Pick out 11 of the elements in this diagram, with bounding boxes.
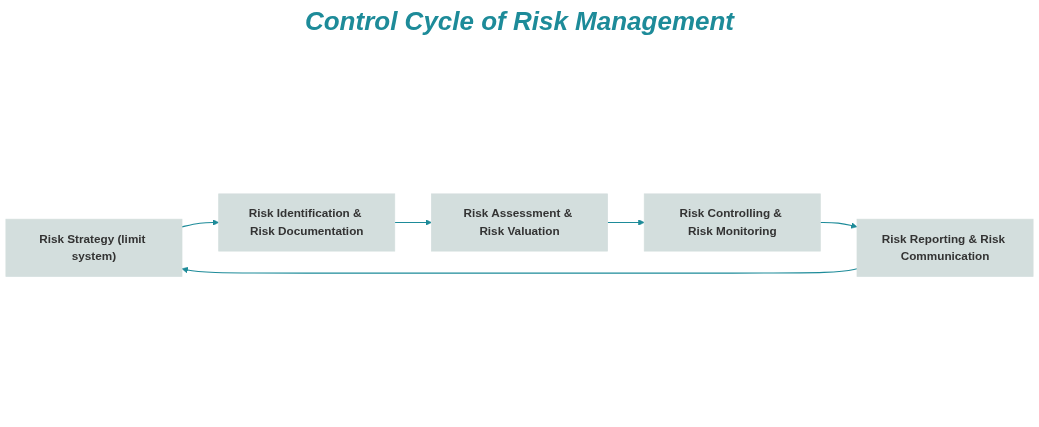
node-box: Risk Reporting & Risk Communication (856, 219, 1034, 278)
arrow (181, 267, 858, 275)
node-box: Risk Strategy (limit system) (5, 219, 183, 278)
arrow (394, 219, 432, 227)
node-box: Risk Identification & Risk Documentation (218, 193, 396, 252)
arrow (181, 219, 219, 228)
arrow (819, 222, 858, 229)
node-box: Risk Controlling & Risk Monitoring (643, 193, 821, 252)
arrow (607, 219, 645, 227)
node-box: Risk Assessment & Risk Valuation (431, 193, 608, 252)
diagram-title: Control Cycle of Risk Management (303, 6, 736, 37)
